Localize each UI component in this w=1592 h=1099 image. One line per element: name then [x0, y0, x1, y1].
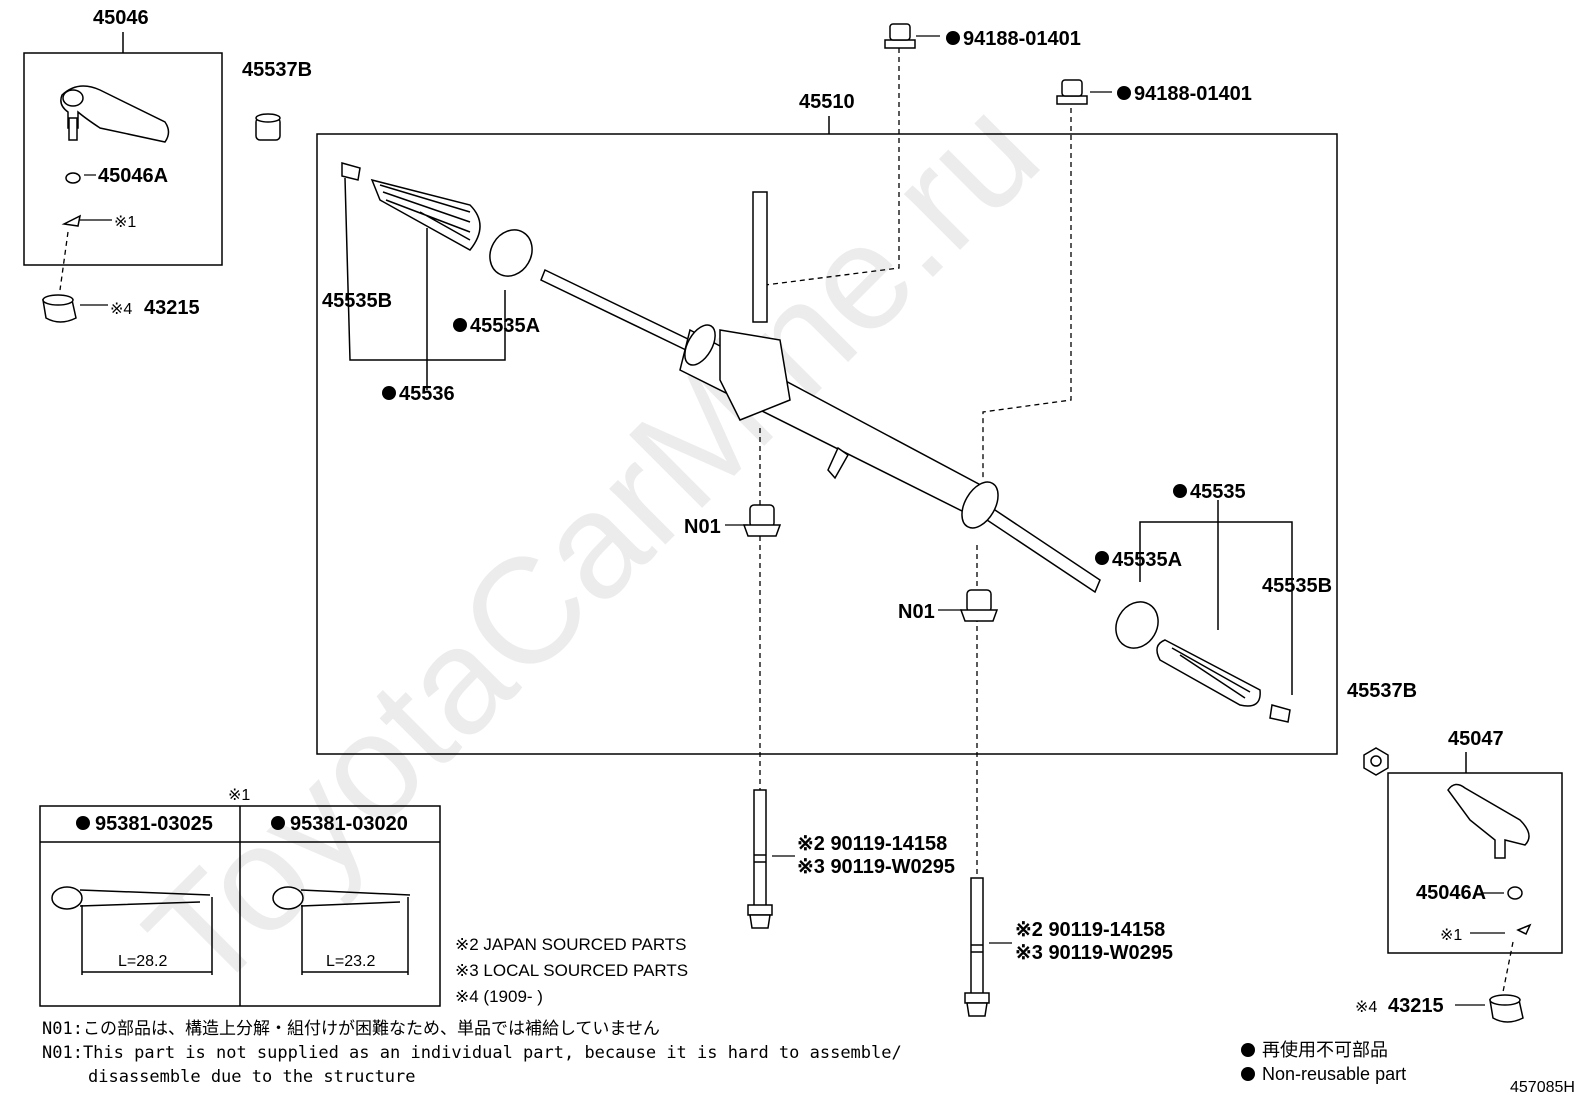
n01-bushing-left [742, 504, 782, 537]
cotter-table-title: ※1 [228, 787, 250, 804]
label-45535A-left: 45535A [470, 315, 540, 337]
label-cotter-right: ※1 [1440, 927, 1462, 944]
n01-note-english-1: N01:This part is not supplied as an indi… [42, 1043, 902, 1063]
legend-english: Non-reusable part [1262, 1064, 1406, 1084]
label-43215-left-prefix: ※4 [110, 301, 132, 318]
legend-japanese: 再使用不可部品 [1262, 1040, 1388, 1060]
label-43215-right-prefix: ※4 [1355, 999, 1377, 1016]
footnote-4: ※4 (1909- ) [455, 987, 543, 1006]
footnote-3: ※3 LOCAL SOURCED PARTS [455, 961, 688, 980]
cotter-table-length-2: L=23.2 [326, 953, 375, 970]
boot-ring-right [1115, 601, 1159, 649]
cotter-table-part-2: 95381-03020 [290, 813, 408, 835]
label-43215-right: 43215 [1388, 995, 1444, 1017]
label-bolt1-b: ※3 90119-W0295 [797, 856, 955, 878]
n01-bushing-right [959, 589, 999, 622]
label-45537B-right: 45537B [1347, 680, 1417, 702]
dust-cover-left [42, 294, 77, 323]
cotter-pin-23-drawing [272, 886, 411, 975]
label-45046: 45046 [93, 7, 149, 29]
bushing-left [255, 113, 281, 141]
label-45535B-right: 45535B [1262, 575, 1332, 597]
tie-rod-end-right-drawing [1447, 783, 1532, 936]
tie-rod-end-right-box [1387, 772, 1563, 954]
n01-note-english-2: disassemble due to the structure [88, 1067, 416, 1087]
label-nut-upper: 94188-01401 [963, 28, 1081, 50]
nut-94188-lower [1056, 79, 1088, 105]
cotter-pin-28-drawing [51, 886, 213, 975]
boot-left [341, 162, 481, 251]
boot-right [1156, 639, 1291, 723]
label-bolt2-a: ※2 90119-14158 [1015, 919, 1165, 941]
label-45537B-left: 45537B [242, 59, 312, 81]
label-45535A-right: 45535A [1112, 549, 1182, 571]
dust-cover-right [1489, 994, 1524, 1023]
cotter-table-part-1: 95381-03025 [95, 813, 213, 835]
label-bolt1-a: ※2 90119-14158 [797, 833, 947, 855]
bolt-left [747, 789, 773, 929]
label-bolt2-b: ※3 90119-W0295 [1015, 942, 1173, 964]
label-45046A-right: 45046A [1416, 882, 1486, 904]
bolt-right [964, 877, 990, 1017]
label-n01-left: N01 [684, 516, 721, 538]
rack-assembly-box [316, 133, 1338, 755]
label-45535B-left: 45535B [322, 290, 392, 312]
label-45046A-left: 45046A [98, 165, 168, 187]
label-cotter-left: ※1 [114, 214, 136, 231]
n01-note-japanese: N01:この部品は、構造上分解・組付けが困難なため、単品では補給していません [42, 1019, 660, 1039]
label-43215-left: 43215 [144, 297, 200, 319]
footnote-2: ※2 JAPAN SOURCED PARTS [455, 935, 687, 954]
label-45535: 45535 [1190, 481, 1246, 503]
tie-rod-end-left-drawing [60, 85, 170, 227]
boot-ring-left [489, 229, 533, 277]
tie-rod-end-left-box [23, 52, 223, 266]
label-n01-right: N01 [898, 601, 935, 623]
label-45047: 45047 [1448, 728, 1504, 750]
watermark: ToyotaCarMine.ru [114, 67, 1070, 1023]
cotter-table-length-1: L=28.2 [118, 953, 167, 970]
label-45510: 45510 [799, 91, 855, 113]
nut-45537B-right [1363, 747, 1389, 776]
label-nut-lower: 94188-01401 [1134, 83, 1252, 105]
steering-rack-body [540, 191, 1101, 594]
label-45536: 45536 [399, 383, 455, 405]
nut-94188-upper [884, 23, 916, 49]
diagram-id: 457085H [1510, 1079, 1575, 1096]
